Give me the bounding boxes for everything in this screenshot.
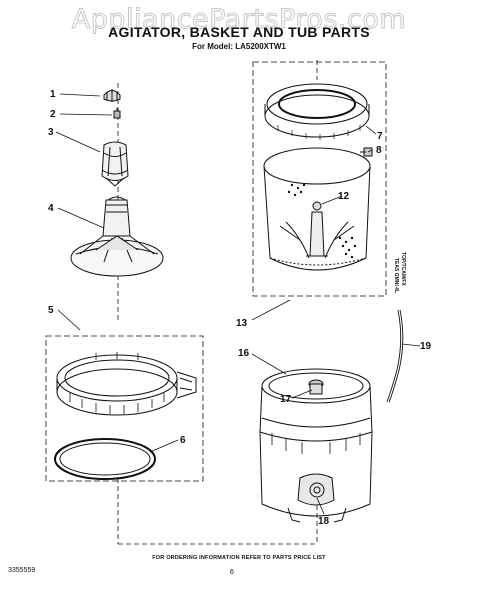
callout-4: 4 xyxy=(48,203,54,214)
group-box-basket xyxy=(252,61,387,297)
assembly-axis-lines xyxy=(117,60,318,545)
page-title: AGITATOR, BASKET AND TUB PARTS xyxy=(108,24,370,40)
part-wash-basket xyxy=(263,147,371,271)
callout-17: 17 xyxy=(280,394,292,405)
side-label-line-2: TEAS OMNI 4L xyxy=(393,258,399,294)
part-balance-ring xyxy=(264,83,370,140)
callout-18: 18 xyxy=(318,516,330,527)
callout-7: 7 xyxy=(377,131,383,142)
part-outer-tub xyxy=(259,368,373,523)
page-number: 6 xyxy=(230,569,234,576)
callout-19: 19 xyxy=(420,341,432,352)
callout-5: 5 xyxy=(48,305,54,316)
callout-16: 16 xyxy=(238,348,250,359)
callout-13: 13 xyxy=(236,318,248,329)
side-label-line-1: TOP/TCAM/FX xyxy=(400,252,406,286)
watermark: AppliancePartsPros.com xyxy=(71,4,407,36)
part-seal-ring xyxy=(54,438,156,480)
callout-6: 6 xyxy=(180,435,186,446)
part-basket-ring xyxy=(56,352,197,416)
callout-8: 8 xyxy=(376,145,382,156)
part-drain-hose xyxy=(386,309,404,403)
part-agitator-base xyxy=(70,196,164,277)
part-agitator-cap xyxy=(103,89,121,102)
callout-3: 3 xyxy=(48,127,54,138)
part-agitator-auger xyxy=(101,141,129,187)
group-box-left xyxy=(45,335,204,482)
callout-leaders xyxy=(55,93,421,515)
callout-2: 2 xyxy=(50,109,56,120)
callout-1: 1 xyxy=(50,89,56,100)
ordering-info-note: FOR ORDERING INFORMATION REFER TO PARTS … xyxy=(152,555,326,561)
part-ring-clip xyxy=(360,147,373,157)
document-number: 3355559 xyxy=(8,567,36,574)
model-subtitle: For Model: LA5200XTW1 xyxy=(192,42,286,51)
callout-12: 12 xyxy=(338,191,350,202)
part-cap-bolt xyxy=(113,108,121,119)
